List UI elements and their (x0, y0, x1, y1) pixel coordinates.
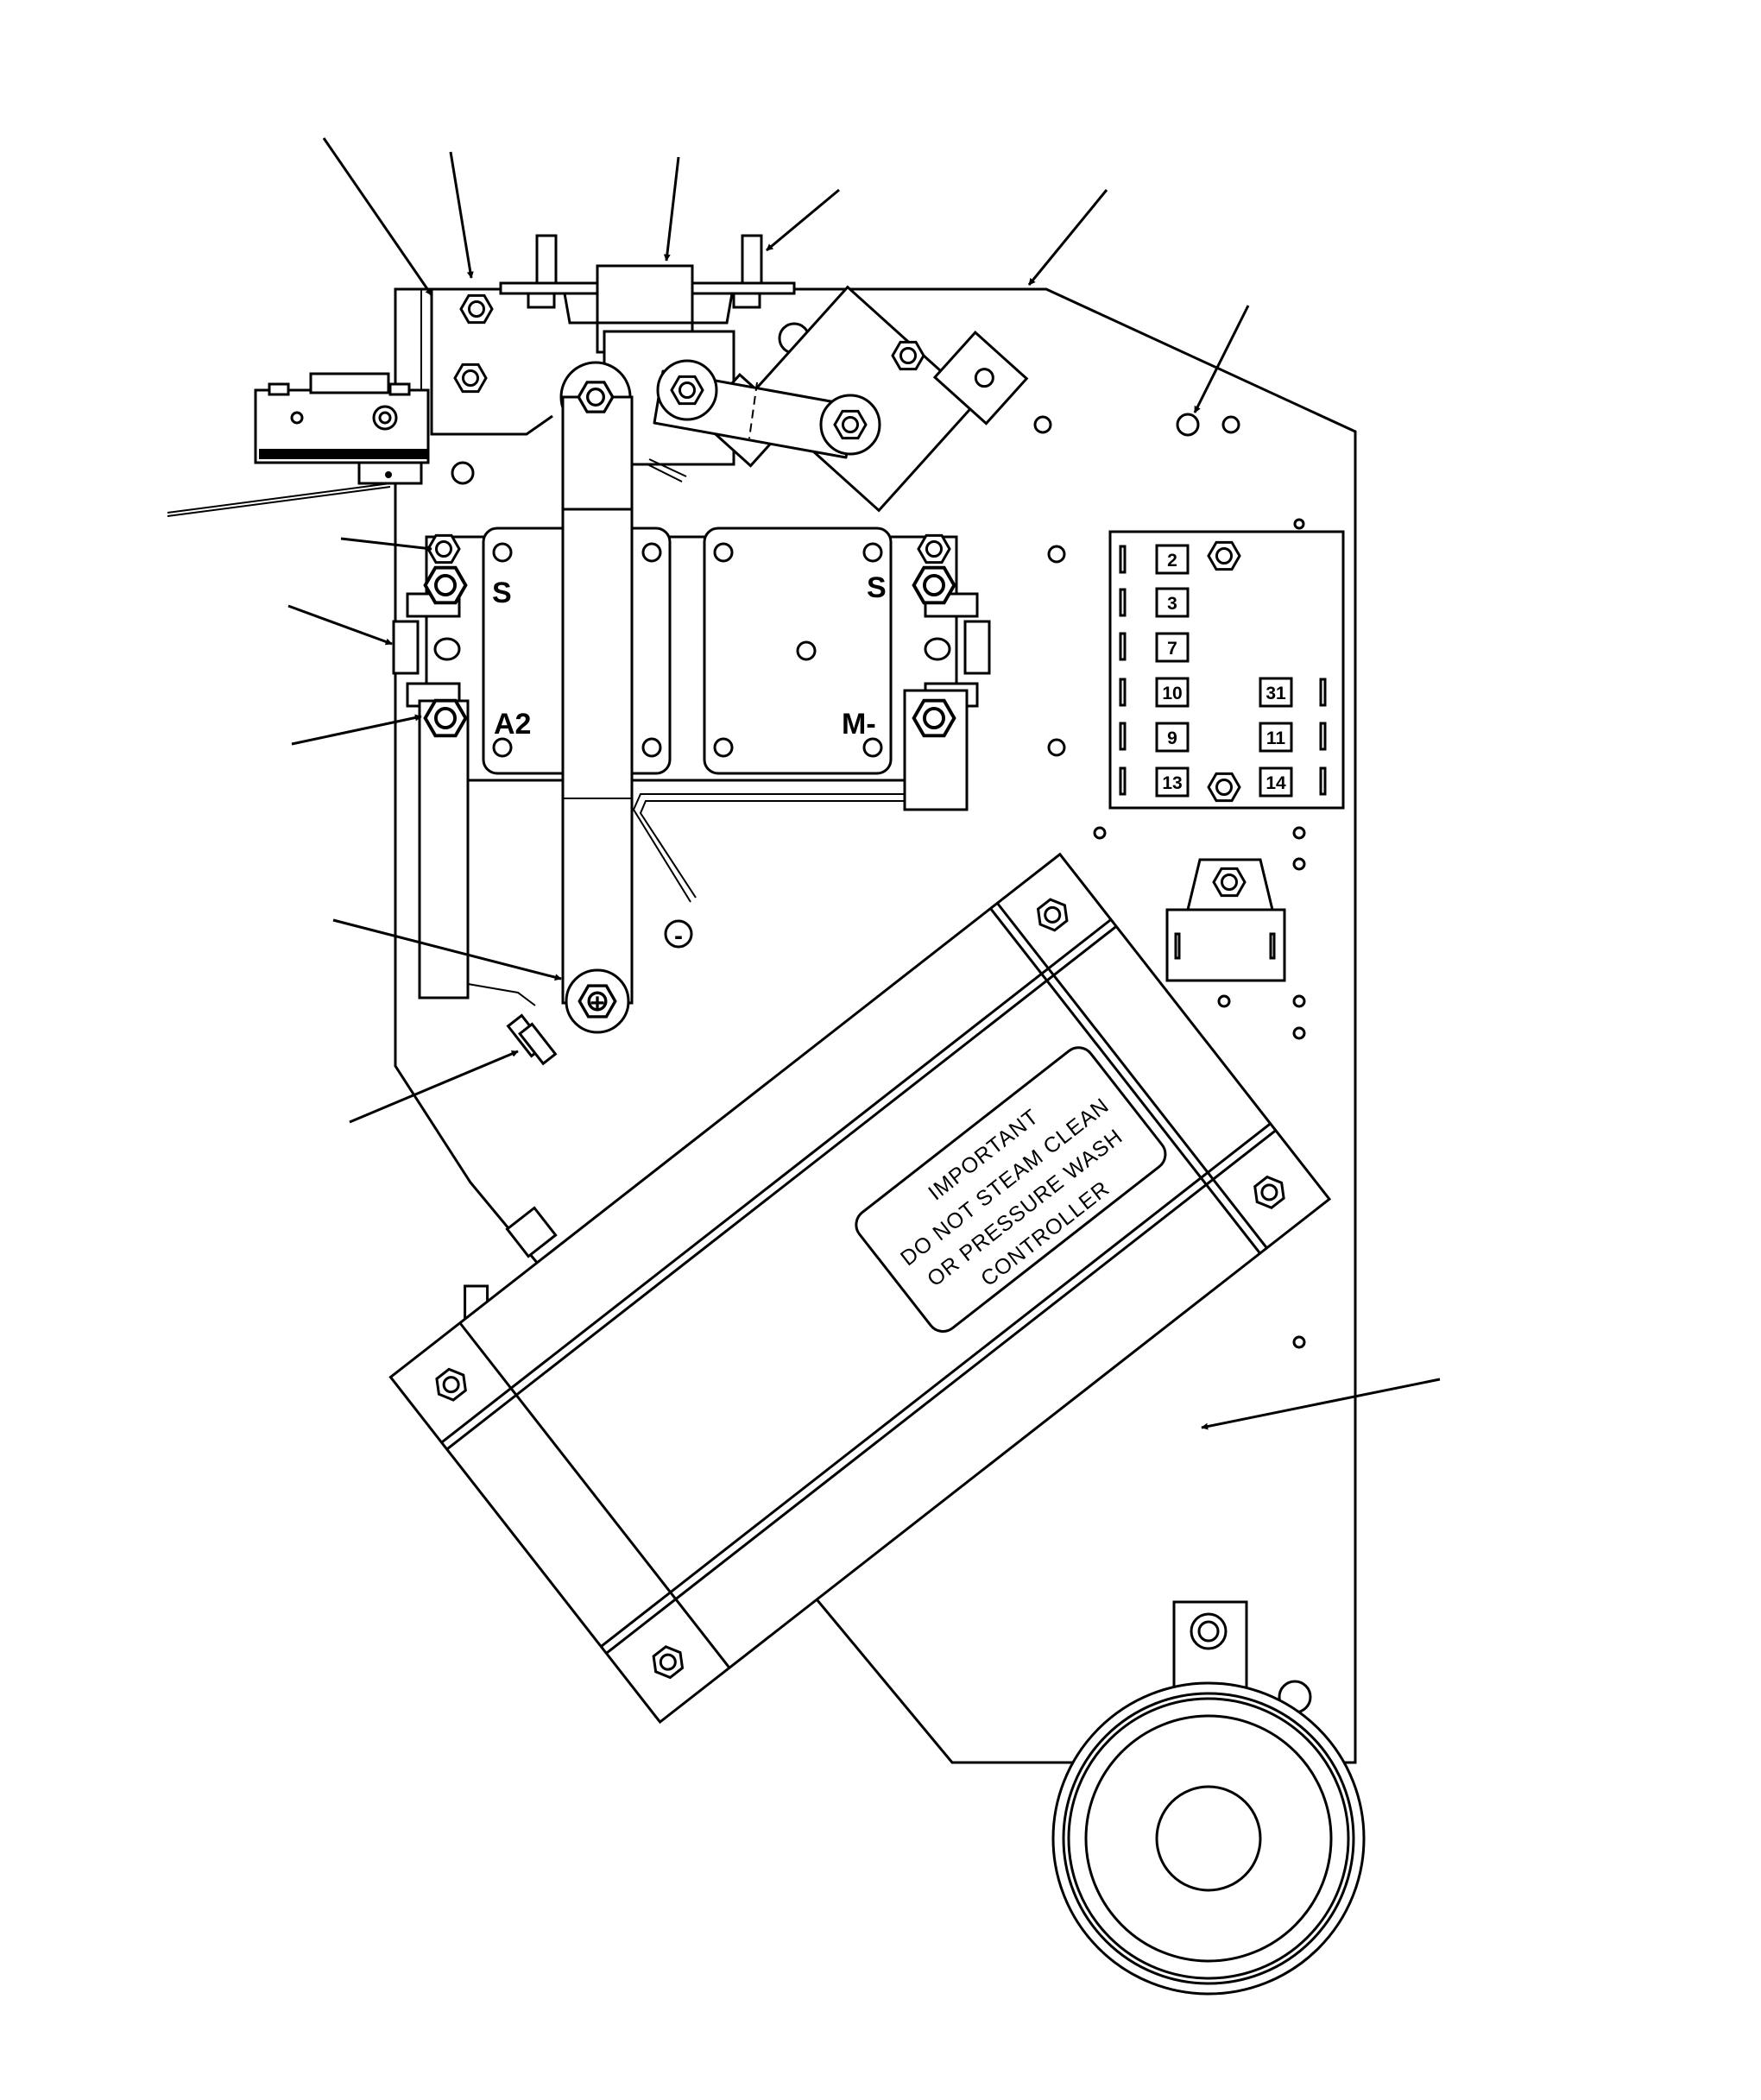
callout-arrow (332, 918, 562, 981)
terminal-m-minus: M- (842, 708, 876, 741)
callout-arrow (322, 137, 433, 296)
terminal-label: 9 (1167, 728, 1177, 748)
terminal-label: 31 (1266, 684, 1286, 703)
callout-arrow (663, 156, 680, 262)
micro-switch (167, 372, 430, 517)
callout-arrow (340, 537, 432, 552)
linkage-arm (653, 359, 881, 459)
terminal-label: 11 (1266, 728, 1286, 748)
bus-bar (559, 361, 634, 1034)
callout-arrow (1027, 189, 1108, 286)
motor-controller: IMPORTANT DO NOT STEAM CLEAN OR PRESSURE… (388, 852, 1332, 1725)
callout-arrow (349, 1050, 519, 1124)
warning-decal (855, 1046, 1167, 1334)
callout-arrow (287, 604, 393, 646)
callout-arrow (1201, 1378, 1441, 1430)
terminal-s-left: S (492, 577, 512, 609)
terminal-label: 7 (1167, 639, 1177, 659)
terminal-boxes (1155, 544, 1293, 798)
plus-terminal-label: + (590, 989, 605, 1018)
terminal-label: 13 (1162, 773, 1182, 793)
horn (1051, 1600, 1366, 1996)
terminal-label: 10 (1162, 684, 1182, 703)
terminal-a2: A2 (494, 708, 531, 741)
terminal-label: 3 (1167, 594, 1177, 614)
callout-arrow (449, 151, 474, 279)
minus-terminal-label: - (674, 922, 683, 950)
terminal-label: 2 (1167, 551, 1177, 571)
terminal-spacer (506, 1013, 558, 1066)
minus-terminal-circle (664, 919, 693, 949)
callout-arrow (291, 714, 422, 746)
callout-arrow (1193, 305, 1250, 413)
terminal-s-right: S (867, 571, 887, 604)
callout-arrow (766, 188, 840, 252)
terminal-label: 14 (1266, 773, 1286, 793)
callout-arrows (287, 137, 1441, 1430)
controller-terminal-block (505, 1206, 558, 1258)
relay (1165, 858, 1286, 982)
upper-bracket (430, 289, 553, 436)
terminal-strip: 2 3 7 10 9 13 31 11 14 (1108, 530, 1345, 810)
